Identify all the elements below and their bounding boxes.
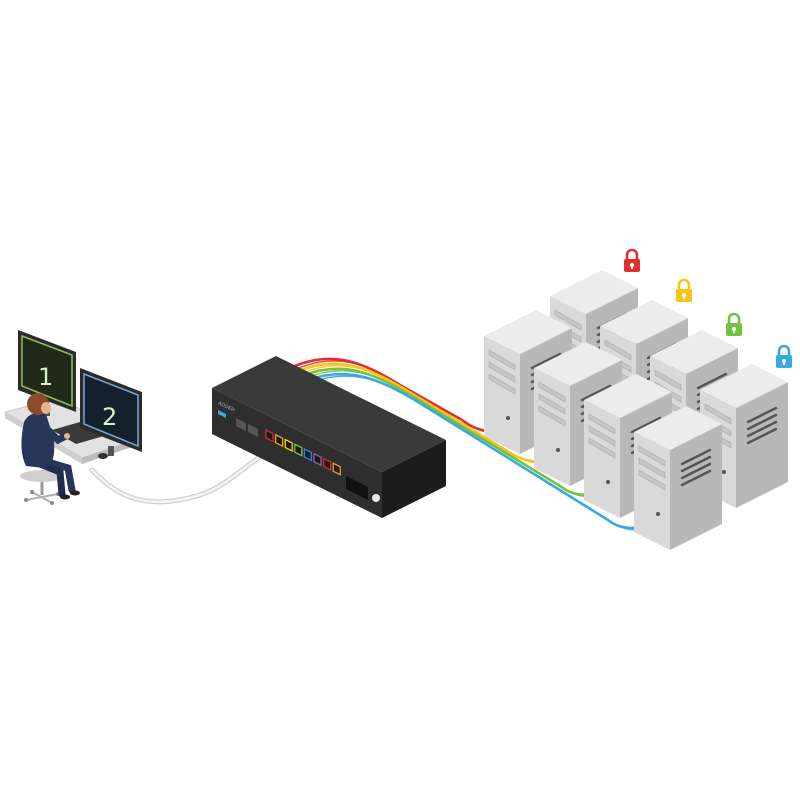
kvm-port (274, 433, 284, 448)
server-cable (293, 360, 497, 435)
kvm-port (332, 462, 341, 476)
power-icon (556, 448, 560, 452)
lock-icon (776, 344, 792, 368)
lock-icon (726, 312, 742, 336)
server-tower (634, 406, 722, 550)
kvm-logo-icon (372, 494, 380, 502)
power-icon (722, 470, 726, 474)
operator-person (20, 393, 80, 505)
kvm-port (265, 428, 274, 443)
server-cables (288, 357, 651, 531)
monitor-1: 1 (18, 330, 76, 416)
kvm-switch: ADDER (212, 356, 446, 518)
monitor-2-label: 2 (102, 403, 117, 431)
server-cable (311, 375, 651, 531)
kvm-button-right (248, 424, 258, 437)
monitor-1-label: 1 (38, 363, 53, 391)
kvm-display (346, 476, 368, 500)
power-icon (606, 480, 610, 484)
kvm-port (313, 452, 322, 467)
power-icon (656, 512, 660, 516)
kvm-port (303, 447, 313, 462)
server-cable (305, 370, 601, 498)
lock-icon (624, 248, 640, 272)
power-icon (506, 416, 510, 420)
console-cable (89, 447, 275, 505)
kvm-port (322, 457, 332, 472)
kvm-port (294, 443, 303, 457)
kvm-port (284, 438, 293, 453)
operator-workstation: 1 2 (3, 330, 142, 505)
security-locks (624, 248, 792, 368)
kvm-ports (265, 428, 341, 476)
lock-icon (676, 278, 692, 302)
monitor-2: 2 (80, 368, 142, 456)
kvm-button-left (236, 418, 246, 431)
mouse (98, 453, 108, 459)
keyboard (52, 422, 104, 444)
server-rack-group (484, 270, 788, 550)
